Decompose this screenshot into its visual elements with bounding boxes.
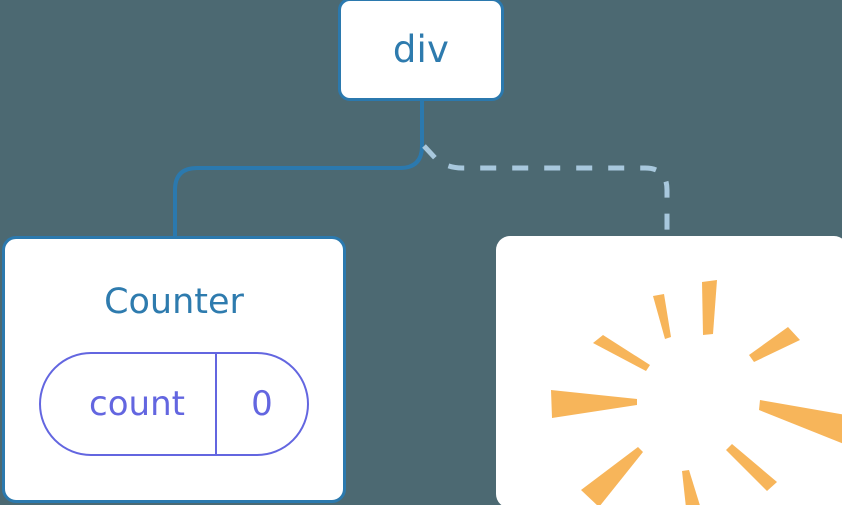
- node-counter-component[interactable]: Counter count 0: [2, 236, 346, 503]
- ray-s: [682, 470, 700, 505]
- node-counter-title: Counter: [104, 282, 244, 322]
- ray-nw: [593, 335, 650, 371]
- state-pill-key: count: [89, 384, 185, 424]
- ray-nne: [749, 327, 800, 362]
- ray-se: [726, 444, 777, 491]
- state-pill[interactable]: count 0: [39, 352, 309, 456]
- ray-nnw: [653, 294, 671, 339]
- dashed-connector-path: [422, 144, 670, 238]
- node-root-label: div: [392, 28, 450, 71]
- ray-n: [702, 280, 717, 335]
- node-root-div[interactable]: div: [338, 0, 504, 101]
- node-render-burst[interactable]: [496, 236, 842, 505]
- sparkle-burst-icon: [551, 280, 842, 505]
- ray-w: [551, 390, 637, 418]
- ray-e: [759, 400, 842, 444]
- state-pill-value: 0: [215, 354, 307, 454]
- solid-connector-path: [173, 101, 424, 238]
- ray-sw: [581, 447, 643, 505]
